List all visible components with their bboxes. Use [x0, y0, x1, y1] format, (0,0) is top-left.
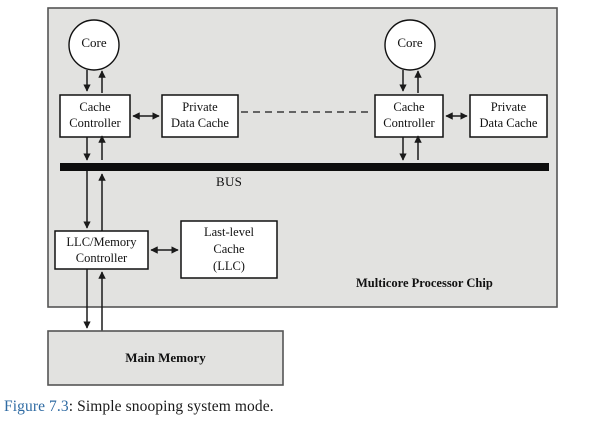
- core-label-left: Core: [81, 35, 107, 50]
- private-data-cache-label-left-line2: Data Cache: [171, 116, 229, 130]
- main-memory-box: [47, 330, 284, 386]
- figure-caption-colon: :: [68, 398, 74, 415]
- llc-memory-controller-label-line2: Controller: [75, 251, 128, 265]
- last-level-cache-label-line3: (LLC): [213, 259, 245, 273]
- bus-bar: [60, 163, 549, 171]
- cache-controller-label-left-line1: Cache: [79, 100, 111, 114]
- figure-caption: Figure 7.3: Simple snooping system mode.: [4, 398, 274, 416]
- private-data-cache-label-left-line1: Private: [182, 100, 218, 114]
- private-data-cache-label-right-line1: Private: [490, 100, 527, 114]
- cache-controller-label-right-line1: Cache: [393, 100, 425, 114]
- figure-caption-number: Figure 7.3: [4, 398, 69, 415]
- core-circle-right: [384, 19, 436, 71]
- private-data-cache-label-right-line2: Data Cache: [479, 116, 538, 130]
- private-data-cache-box-left: [161, 94, 239, 138]
- cache-controller-label-right-line2: Controller: [383, 116, 435, 130]
- llc-memory-controller-label: LLC/Memory Controller: [55, 234, 148, 266]
- core-label-right: Core: [397, 35, 423, 50]
- main-memory-label: Main Memory: [125, 350, 206, 365]
- cache-controller-label-right: Cache Controller: [375, 99, 443, 131]
- cache-controller-label-left: Cache Controller: [60, 99, 130, 131]
- cache-controller-box-left: [59, 94, 131, 138]
- last-level-cache-box: [180, 220, 278, 279]
- private-data-cache-label-left: Private Data Cache: [162, 99, 238, 131]
- figure-caption-text: Simple snooping system mode.: [77, 398, 274, 415]
- bus-label: BUS: [216, 174, 243, 189]
- llc-memory-controller-label-line1: LLC/Memory: [66, 235, 137, 249]
- private-data-cache-box-right: [469, 94, 548, 138]
- private-data-cache-label-right: Private Data Cache: [470, 99, 547, 131]
- last-level-cache-label-line2: Cache: [213, 242, 245, 256]
- cache-controller-label-left-line2: Controller: [69, 116, 121, 130]
- llc-memory-controller-box: [54, 230, 149, 270]
- core-circle-left: [68, 19, 120, 71]
- multicore-processor-chip-label: Multicore Processor Chip: [356, 276, 493, 290]
- last-level-cache-label-line1: Last-level: [204, 225, 254, 239]
- last-level-cache-label: Last-level Cache (LLC): [181, 224, 277, 275]
- cache-controller-box-right: [374, 94, 444, 138]
